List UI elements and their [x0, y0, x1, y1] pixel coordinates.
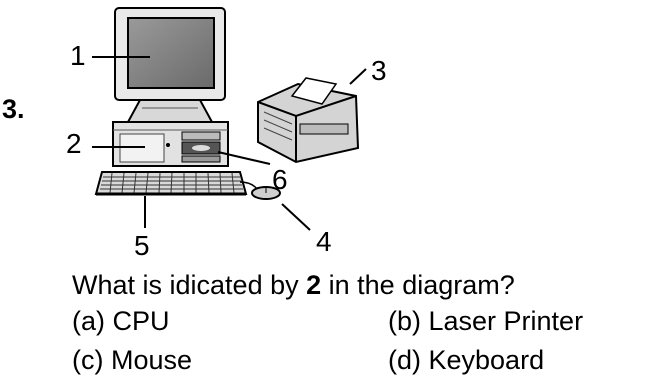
diagram-label-1: 1: [70, 40, 86, 71]
question-number: 3.: [2, 94, 25, 124]
diagram-label-6: 6: [272, 164, 288, 195]
question-text: What is idicated by 2 in the diagram?: [72, 268, 515, 302]
diagram-label-5: 5: [134, 230, 150, 261]
leader-line-3: [349, 68, 367, 85]
diagram-label-2: 2: [66, 128, 82, 159]
mouse-icon: [239, 181, 281, 200]
leader-line-6: [217, 151, 271, 165]
laser-printer-icon: [257, 77, 360, 164]
option-b[interactable]: (b) Laser Printer: [388, 306, 584, 336]
diagram-label-4: 4: [316, 226, 332, 257]
leader-line-4: [281, 203, 311, 231]
question-text-after: in the diagram?: [321, 270, 515, 300]
option-a[interactable]: (a) CPU: [72, 306, 170, 336]
option-c[interactable]: (c) Mouse: [72, 345, 193, 375]
question-highlight: 2: [306, 270, 322, 300]
keyboard-icon: [94, 171, 248, 196]
diagram-label-3: 3: [371, 55, 387, 86]
question-text-before: What is idicated by: [72, 270, 307, 300]
option-d[interactable]: (d) Keyboard: [388, 345, 545, 375]
monitor-icon: [114, 7, 226, 123]
computer-diagram: 1 2 3 4 5 6: [0, 0, 420, 265]
cpu-tower-icon: [112, 121, 229, 167]
